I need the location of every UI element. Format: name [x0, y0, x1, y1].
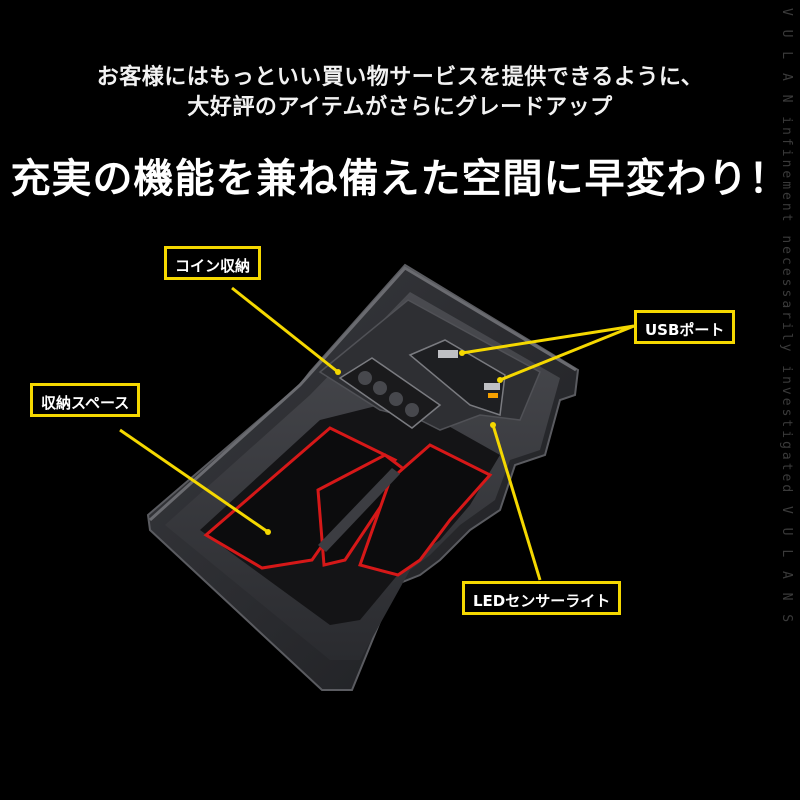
label-storage-space: 収納スペース [30, 383, 141, 417]
intro-line-1: お客様にはもっといい買い物サービスを提供できるように、 [96, 65, 704, 90]
pointer-storage [119, 428, 269, 534]
label-coin-storage: コイン収納 [164, 246, 262, 280]
usb-module [408, 339, 506, 417]
pointer-led [491, 424, 542, 581]
pointer-coin [231, 286, 339, 374]
pointer-usb-2 [499, 324, 635, 382]
callout-pointers [119, 286, 635, 581]
divider [318, 468, 400, 552]
headline: 充実の機能を兼ね備えた空間に早変わり！ [10, 156, 790, 202]
coin-holder [338, 357, 442, 429]
pointer-usb-1 [461, 324, 635, 355]
intro-line-2: 大好評のアイテムがさらにグレードアップ [187, 95, 613, 120]
callout-dots [265, 350, 503, 535]
label-usb-port: USBポート [634, 310, 736, 344]
label-led-sensor-light: LEDセンサーライト [462, 581, 622, 615]
side-watermark-text: V U L A N infinement necessarily investi… [779, 8, 794, 626]
